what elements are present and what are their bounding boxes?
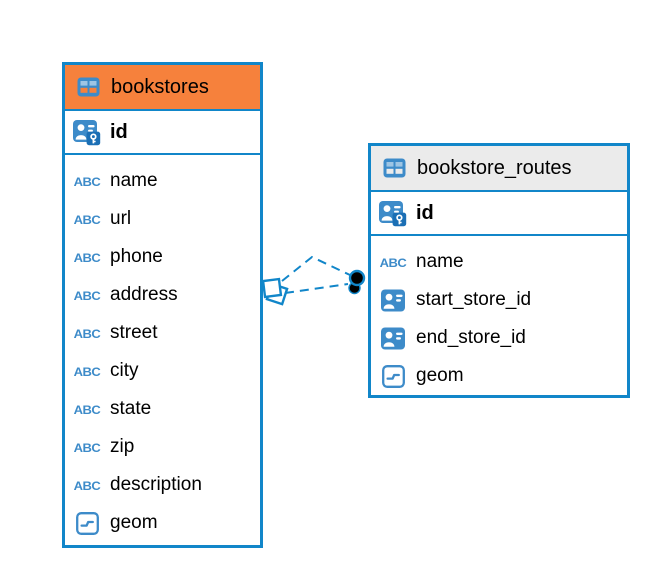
table-icon — [380, 158, 408, 178]
field-label: phone — [110, 246, 163, 267]
field-row-state[interactable]: ABC state — [65, 390, 260, 428]
field-row-geom[interactable]: geom — [65, 504, 260, 542]
field-label: url — [110, 208, 132, 229]
text-icon: ABC — [73, 325, 101, 341]
field-label: street — [110, 322, 158, 343]
field-label: start_store_id — [416, 289, 532, 310]
reference-icon — [379, 289, 407, 312]
field-row-phone[interactable]: ABC phone — [65, 238, 260, 276]
table-header[interactable]: bookstore_routes — [371, 146, 627, 192]
field-label: name — [416, 251, 464, 272]
field-row-id[interactable]: id — [371, 192, 627, 236]
field-label: state — [110, 398, 152, 419]
geometry-icon — [379, 364, 407, 388]
field-row-end_store_id[interactable]: end_store_id — [371, 319, 627, 357]
field-row-geom[interactable]: geom — [371, 357, 627, 395]
relation-line-lower[interactable] — [284, 283, 349, 294]
text-icon: ABC — [73, 477, 101, 493]
table-title: bookstores — [111, 75, 209, 98]
field-label: city — [110, 360, 139, 381]
field-row-description[interactable]: ABC description — [65, 466, 260, 504]
table-icon — [74, 77, 102, 97]
text-icon: ABC — [73, 211, 101, 227]
reference-icon — [379, 327, 407, 350]
field-row-name[interactable]: ABC name — [65, 162, 260, 200]
field-label: name — [110, 170, 158, 191]
text-icon: ABC — [73, 173, 101, 189]
text-icon: ABC — [73, 287, 101, 303]
field-row-city[interactable]: ABC city — [65, 352, 260, 390]
text-icon: ABC — [73, 439, 101, 455]
field-row-url[interactable]: ABC url — [65, 200, 260, 238]
field-row-start_store_id[interactable]: start_store_id — [371, 281, 627, 319]
field-row-zip[interactable]: ABC zip — [65, 428, 260, 466]
field-label: description — [110, 474, 202, 495]
relation-target-marker[interactable] — [348, 269, 366, 295]
table-header[interactable]: bookstores — [65, 65, 260, 111]
field-label: address — [110, 284, 178, 305]
text-icon: ABC — [73, 401, 101, 417]
field-label: geom — [110, 512, 158, 533]
text-icon: ABC — [73, 249, 101, 265]
geometry-icon — [73, 511, 101, 535]
field-label: geom — [416, 365, 464, 386]
field-row-id[interactable]: id — [65, 111, 260, 155]
field-label: id — [110, 120, 128, 143]
field-row-street[interactable]: ABC street — [65, 314, 260, 352]
primary-key-icon — [379, 200, 407, 227]
field-label: zip — [110, 436, 135, 457]
table-title: bookstore_routes — [417, 156, 572, 179]
relation-line-upper[interactable] — [281, 255, 351, 282]
field-label: end_store_id — [416, 327, 526, 348]
field-label: id — [416, 201, 434, 224]
primary-key-icon — [73, 119, 101, 146]
field-row-name[interactable]: ABC name — [371, 243, 627, 281]
relation-source-marker[interactable] — [261, 277, 289, 306]
field-row-address[interactable]: ABC address — [65, 276, 260, 314]
text-icon: ABC — [73, 363, 101, 379]
text-icon: ABC — [379, 254, 407, 270]
